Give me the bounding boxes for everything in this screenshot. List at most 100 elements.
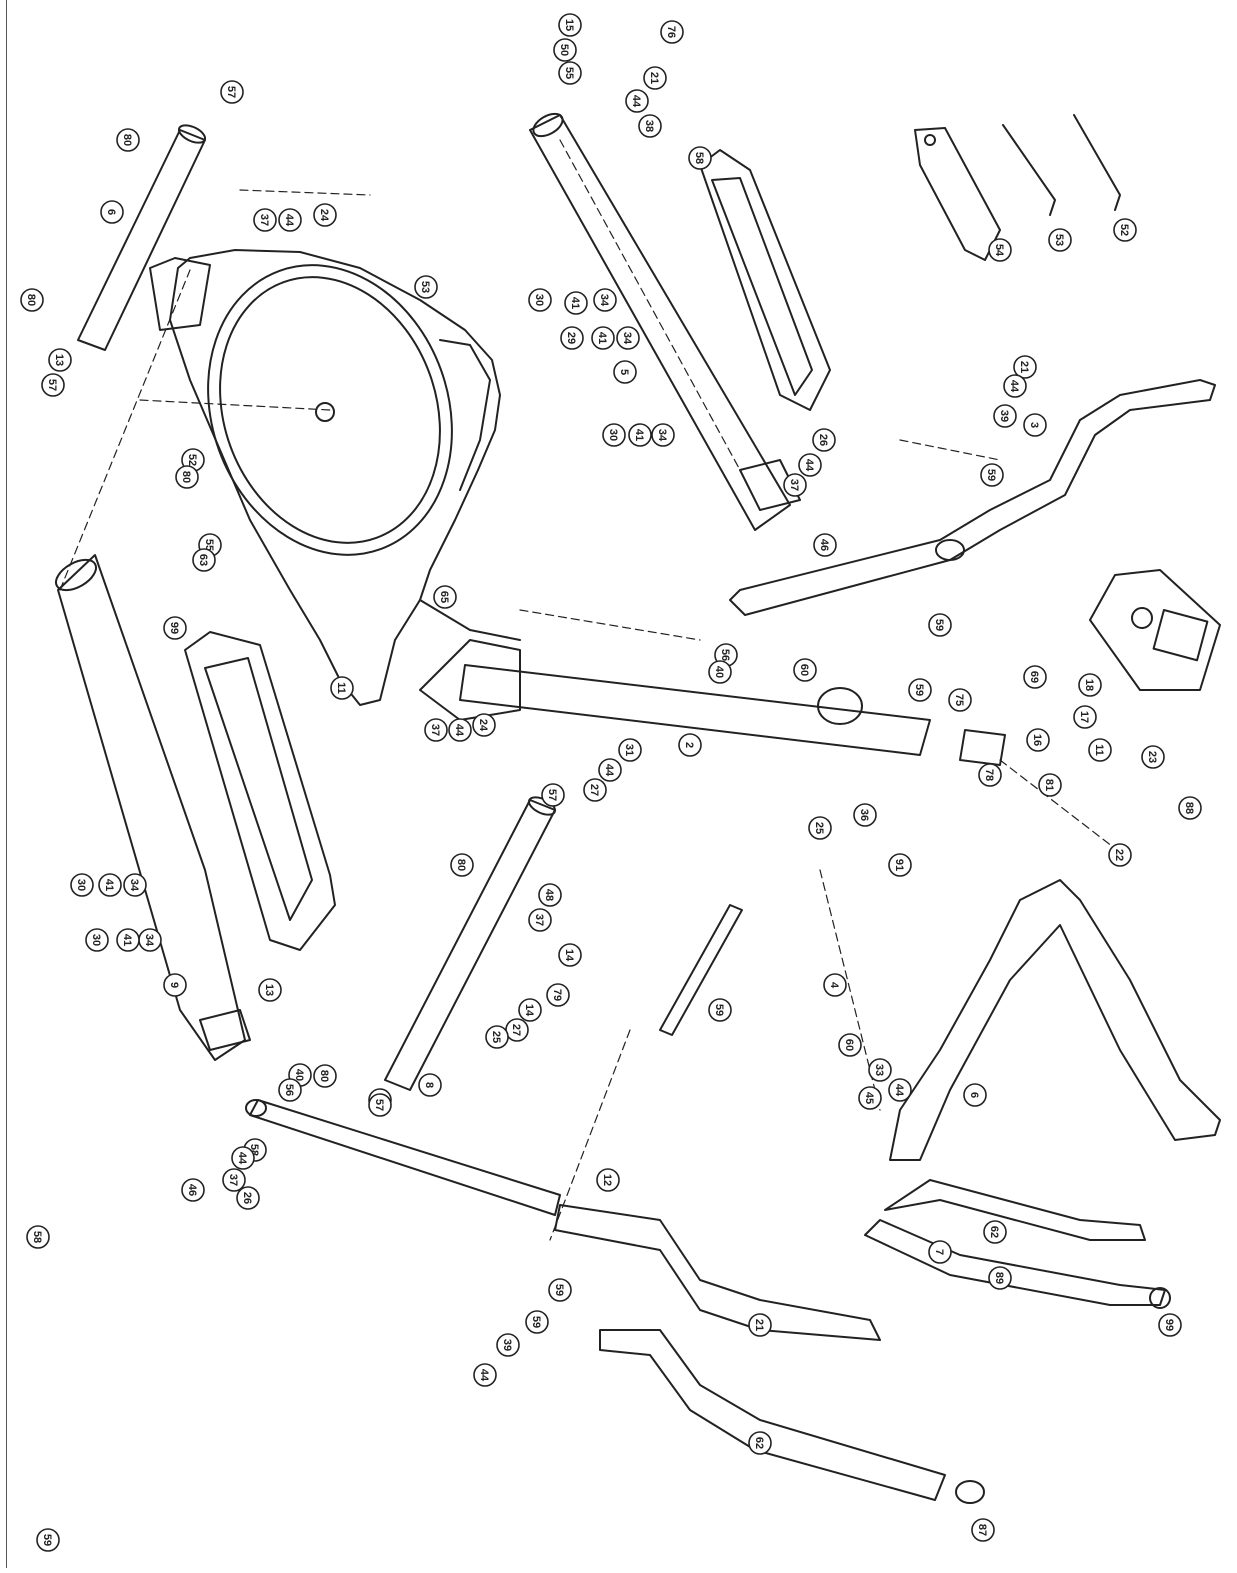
crank-tube	[419, 639, 1006, 766]
callout-circle	[868, 1058, 892, 1082]
callout-label: 46	[818, 539, 830, 551]
callout-circle	[748, 1431, 772, 1455]
callout-circle	[993, 404, 1017, 428]
lower-pedal-arm	[245, 1099, 561, 1216]
callout-label: 27	[510, 1024, 522, 1036]
callout-circle	[1023, 413, 1047, 437]
callout-circle	[812, 428, 836, 452]
callout-circle	[192, 548, 216, 572]
callout-circle	[518, 998, 542, 1022]
callout-circle	[418, 1073, 442, 1097]
callout-21: 21	[748, 1313, 772, 1337]
main-frame	[149, 249, 521, 706]
callout-21: 21	[1013, 355, 1037, 379]
callout-label: 58	[693, 152, 705, 164]
callout-label: 59	[553, 1284, 565, 1296]
callout-circle	[1023, 665, 1047, 689]
callout-label: 44	[803, 459, 815, 472]
callout-circle	[181, 1178, 205, 1202]
callout-59: 59	[548, 1278, 572, 1302]
callout-label: 13	[53, 354, 65, 366]
callout-34: 34	[123, 873, 147, 897]
callout-circle	[116, 928, 140, 952]
callout-label: 52	[1118, 224, 1130, 236]
callout-circle	[908, 678, 932, 702]
callout-label: 29	[565, 332, 577, 344]
callout-label: 37	[429, 724, 441, 736]
callout-label: 76	[665, 26, 677, 38]
callout-60: 60	[838, 1033, 862, 1057]
callout-circle	[783, 473, 807, 497]
callout-circle	[116, 128, 140, 152]
callout-62: 62	[748, 1431, 772, 1455]
callout-label: 41	[596, 332, 608, 344]
callout-circle	[978, 763, 1002, 787]
callout-circle	[858, 1086, 882, 1110]
callout-label: 55	[203, 539, 215, 551]
callout-label: 37	[788, 479, 800, 491]
callout-39: 39	[496, 1333, 520, 1357]
callout-11: 11	[1088, 738, 1112, 762]
callout-label: 12	[601, 1174, 613, 1186]
callout-label: 99	[1163, 1319, 1175, 1331]
assembly-lines	[59, 139, 1131, 1241]
callout-circle	[983, 1220, 1007, 1244]
callout-38: 38	[638, 114, 662, 138]
right-pedal-plate	[699, 149, 831, 411]
callout-circle	[525, 1310, 549, 1334]
callout-circle	[41, 373, 65, 397]
callout-label: 63	[197, 554, 209, 566]
callout-37: 37	[253, 208, 277, 232]
callout-58: 58	[688, 146, 712, 170]
callout-circle	[628, 423, 652, 447]
callout-label: 16	[1031, 734, 1043, 746]
callout-circle	[808, 816, 832, 840]
axle-hub	[315, 402, 335, 422]
callout-label: 81	[1043, 779, 1055, 791]
callout-label: 75	[953, 694, 965, 706]
callout-44: 44	[888, 1078, 912, 1102]
callout-15: 15	[558, 13, 582, 37]
callout-88: 88	[1178, 796, 1202, 820]
callout-87: 87	[971, 1518, 995, 1542]
callout-57: 57	[368, 1093, 392, 1117]
callout-circle	[988, 1266, 1012, 1290]
callout-label: 78	[983, 769, 995, 781]
callout-circle	[593, 288, 617, 312]
callout-label: 27	[588, 784, 600, 796]
callout-label: 87	[976, 1524, 988, 1536]
callout-circle	[708, 660, 732, 684]
callout-circle	[485, 1025, 509, 1049]
callout-circle	[123, 873, 147, 897]
callout-34: 34	[593, 288, 617, 312]
callout-37: 37	[783, 473, 807, 497]
callout-26: 26	[812, 428, 836, 452]
callout-5: 5	[613, 360, 637, 384]
callout-label: 45	[863, 1092, 875, 1104]
callout-label: 11	[1093, 744, 1105, 756]
callout-circle	[1178, 796, 1202, 820]
callout-circle	[450, 853, 474, 877]
callout-label: 59	[985, 469, 997, 481]
callout-label: 8	[423, 1082, 435, 1088]
callout-circle	[424, 718, 448, 742]
callout-circle	[596, 1168, 620, 1192]
callout-6: 6	[100, 200, 124, 224]
callout-2: 2	[678, 733, 702, 757]
callout-label: 21	[753, 1319, 765, 1331]
callout-41: 41	[628, 423, 652, 447]
console	[1089, 569, 1221, 691]
callout-17: 17	[1073, 705, 1097, 729]
assembly-tools	[914, 114, 1121, 261]
callout-39: 39	[993, 404, 1017, 428]
callout-label: 37	[258, 214, 270, 226]
callout-circle	[853, 803, 877, 827]
callout-circle	[708, 998, 732, 1022]
callout-circle	[1038, 773, 1062, 797]
callout-label: 59	[713, 1004, 725, 1016]
callout-circle	[528, 288, 552, 312]
callout-label: 55	[563, 67, 575, 79]
callout-label: 69	[1028, 671, 1040, 683]
callout-circle	[368, 1093, 392, 1117]
callout-80: 80	[116, 128, 140, 152]
